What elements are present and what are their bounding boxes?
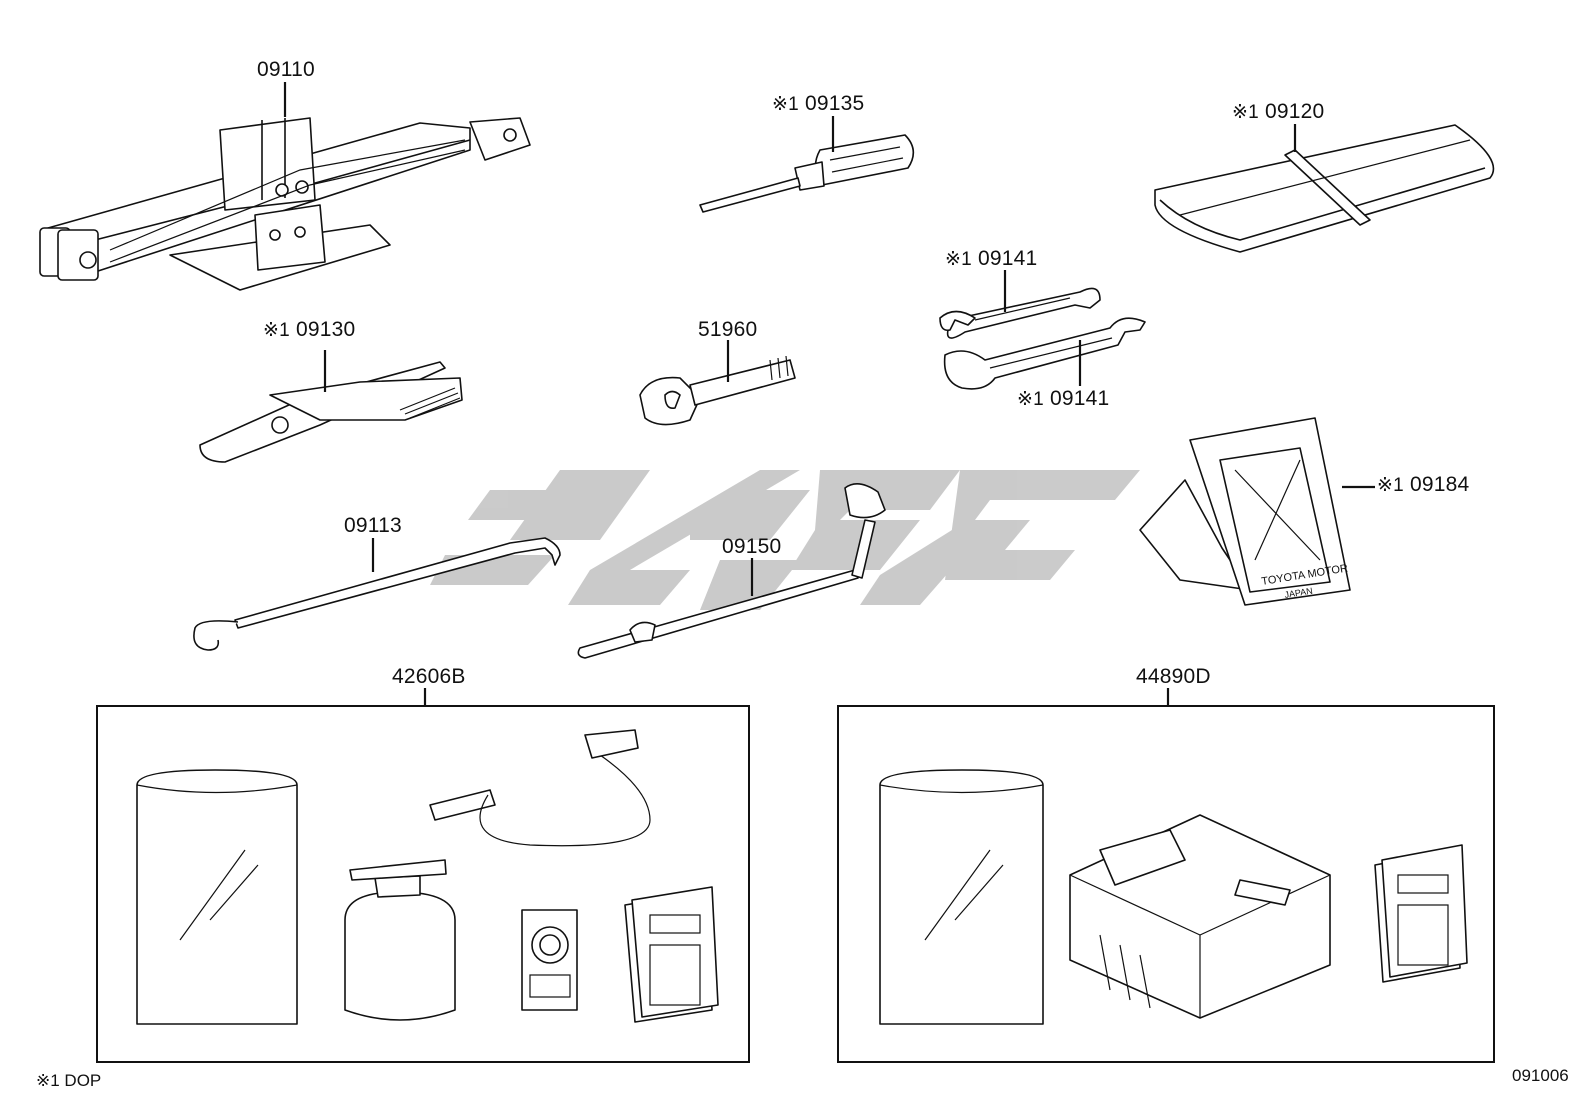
repair-kit-box <box>96 705 750 1063</box>
sticker-drawing <box>521 909 578 1011</box>
pliers-drawing <box>199 361 463 463</box>
part-label-51960: 51960 <box>698 318 758 341</box>
part-label-09141-upper: ※1 09141 <box>945 247 1038 270</box>
tool-bag-drawing <box>1154 124 1495 253</box>
part-label-09141-lower: ※1 09141 <box>1017 387 1110 410</box>
footnote: ※1 DOP <box>36 1071 102 1090</box>
part-label-09184: ※1 09184 <box>1377 473 1470 496</box>
eye-bolt-drawing <box>639 355 796 426</box>
jack-drawing <box>39 117 531 291</box>
compressor-manual-drawing <box>1374 844 1468 983</box>
warning-triangle-drawing: TOYOTA MOTOR JAPAN <box>1139 417 1351 606</box>
sealant-bottle-drawing <box>344 859 456 1021</box>
part-label-09113: 09113 <box>344 514 402 537</box>
compressor-drawing <box>1069 814 1331 1019</box>
diagram-code: 091006 <box>1512 1066 1569 1085</box>
part-label-09130: ※1 09130 <box>263 318 356 341</box>
hose-drawing <box>429 729 651 847</box>
lug-wrench-drawing <box>577 483 886 659</box>
wrench-lower-drawing <box>943 317 1146 390</box>
compressor-kit-box <box>837 705 1495 1063</box>
triangle-text-line2: JAPAN <box>1284 586 1314 600</box>
part-label-44890D: 44890D <box>1136 665 1211 688</box>
part-label-09120: ※1 09120 <box>1232 100 1325 123</box>
jack-handle-drawing <box>193 537 561 651</box>
part-label-42606B: 42606B <box>392 665 466 688</box>
repair-kit-bag-drawing <box>136 769 298 1025</box>
part-label-09110: 09110 <box>257 58 315 81</box>
part-label-09150: 09150 <box>722 535 782 558</box>
compressor-kit-bag-drawing <box>879 769 1044 1025</box>
manual-drawing <box>624 886 719 1023</box>
watermark-logo <box>430 470 1140 610</box>
screwdriver-drawing <box>699 134 915 213</box>
wrench-upper-drawing <box>939 287 1101 339</box>
part-label-09135: ※1 09135 <box>772 92 865 115</box>
